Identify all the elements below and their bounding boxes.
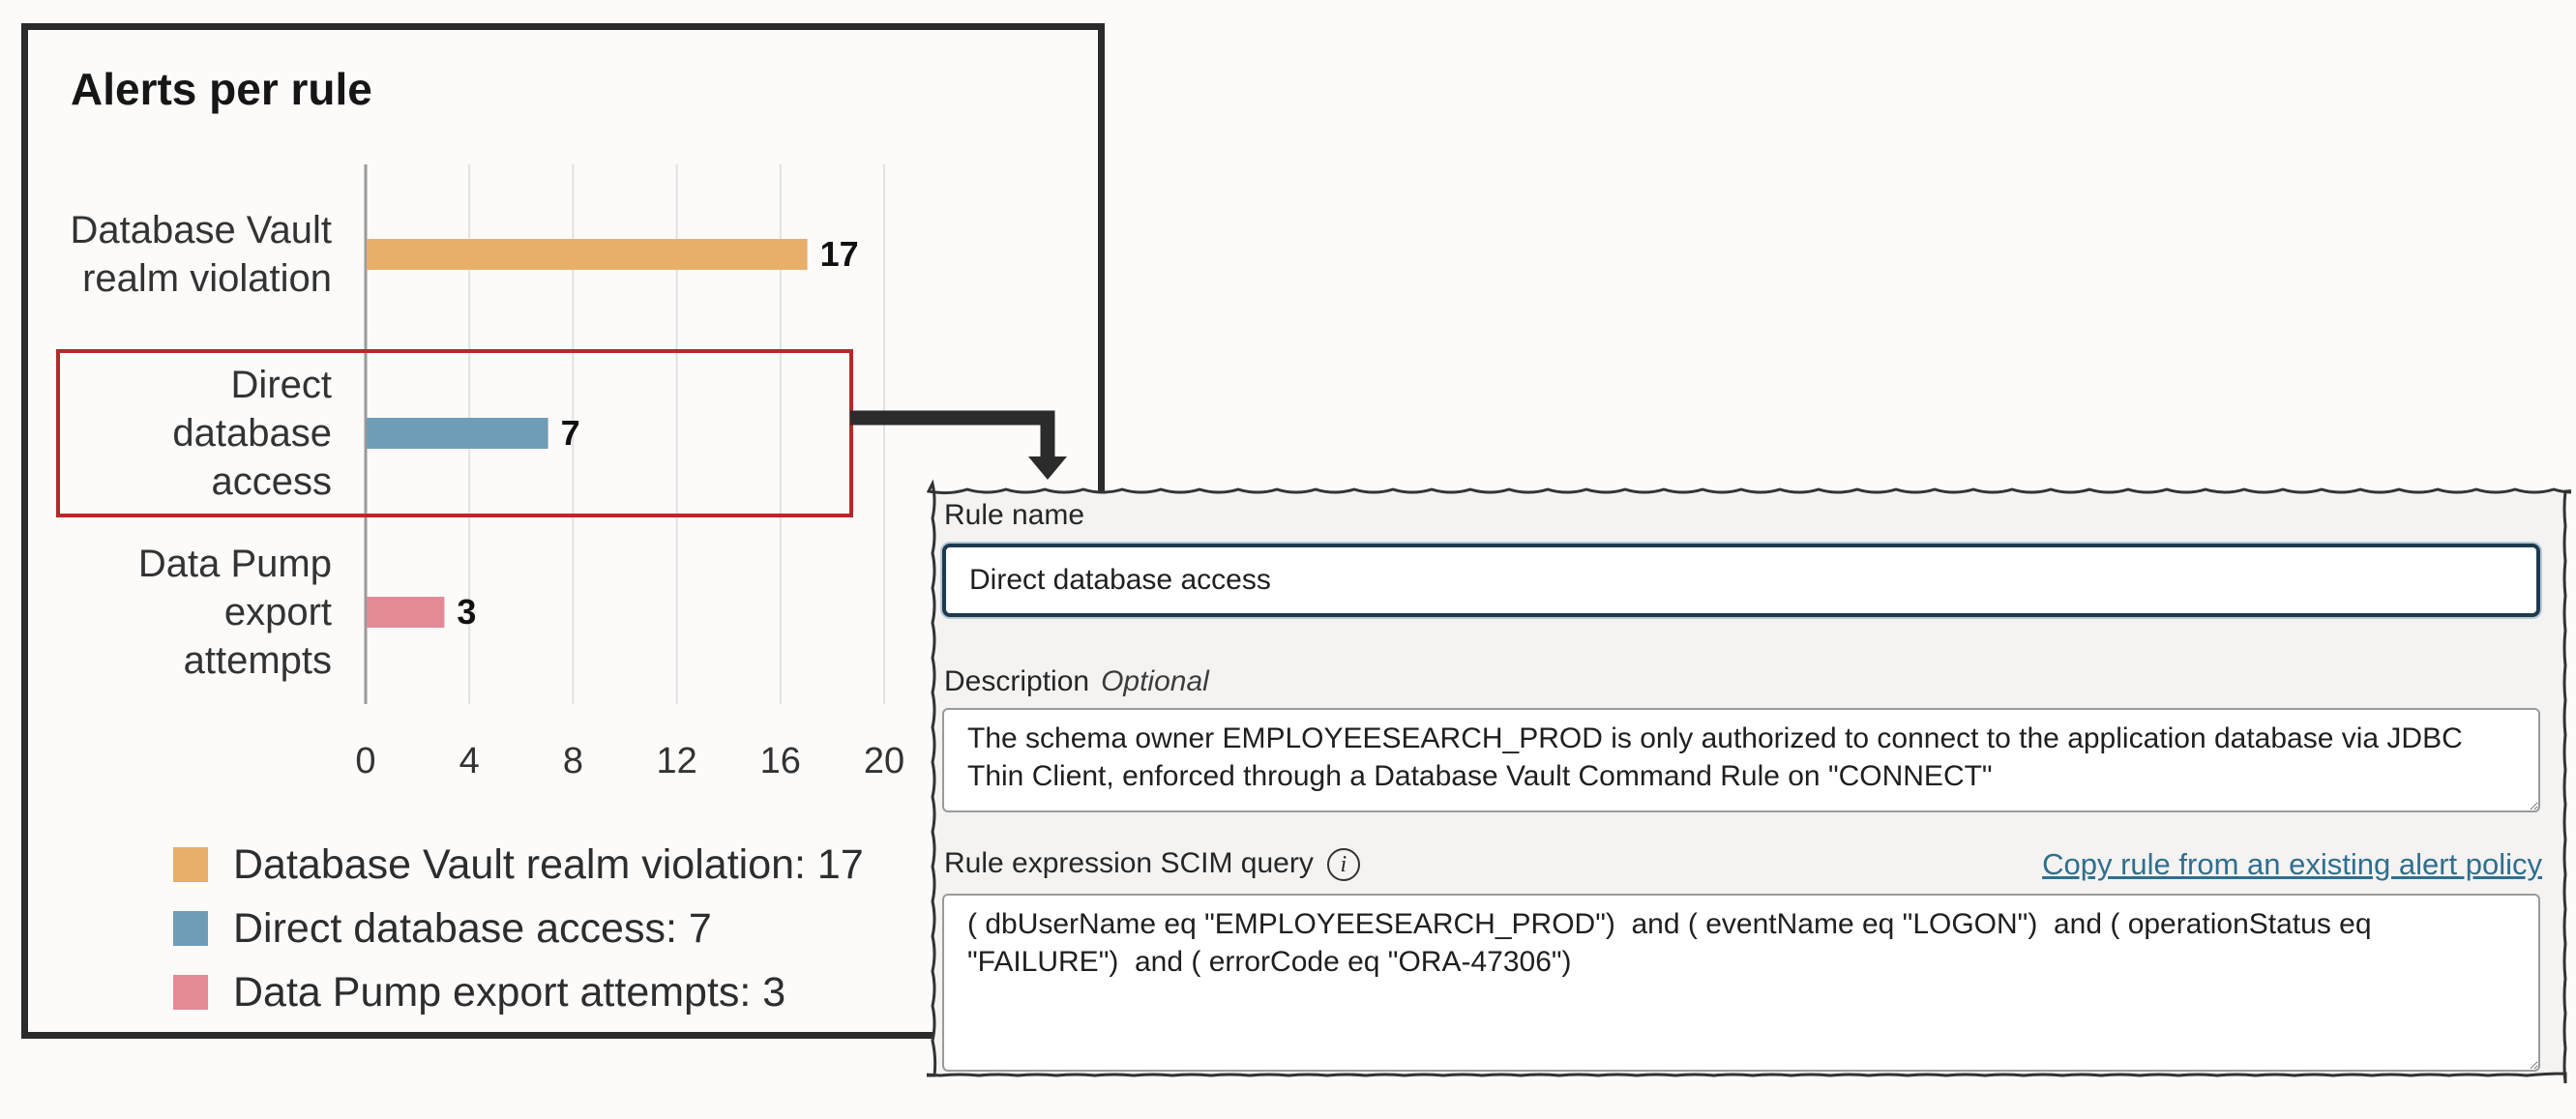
expression-label-text: Rule expression SCIM query xyxy=(944,847,1314,879)
category-label: attempts xyxy=(184,639,332,682)
bar xyxy=(367,239,808,270)
x-tick-label: 4 xyxy=(459,741,480,781)
category-label: export xyxy=(224,591,332,633)
description-label: Description Optional xyxy=(944,665,1209,698)
bar xyxy=(367,597,445,628)
x-tick-label: 16 xyxy=(760,741,801,781)
data-label: 3 xyxy=(457,592,476,632)
legend-item: Database Vault realm violation: 17 xyxy=(173,833,864,897)
category-label: access xyxy=(212,460,333,503)
bar xyxy=(367,418,548,449)
legend-item: Data Pump export attempts: 3 xyxy=(173,960,864,1024)
chart-legend: Database Vault realm violation: 17 Direct… xyxy=(173,833,864,1024)
copy-rule-link[interactable]: Copy rule from an existing alert policy xyxy=(2042,847,2542,881)
legend-label: Direct database access: 7 xyxy=(233,904,712,952)
x-tick-label: 20 xyxy=(864,741,904,781)
category-label: Database Vault xyxy=(70,209,332,251)
rule-form-panel: Rule name Description Optional The schema… xyxy=(927,476,2571,1095)
rule-name-label: Rule name xyxy=(944,499,1085,531)
x-tick-label: 12 xyxy=(656,741,696,781)
category-label: realm violation xyxy=(82,257,332,300)
legend-swatch xyxy=(173,975,208,1010)
description-label-text: Description xyxy=(944,665,1090,697)
category-label: Data Pump xyxy=(138,543,332,585)
optional-tag: Optional xyxy=(1101,665,1209,697)
data-label: 17 xyxy=(820,234,859,274)
rule-name-input[interactable] xyxy=(942,544,2540,617)
legend-item: Direct database access: 7 xyxy=(173,897,864,960)
legend-swatch xyxy=(173,911,208,946)
legend-label: Data Pump export attempts: 3 xyxy=(233,968,786,1016)
chart-panel: Alerts per rule Database Vault realm viol… xyxy=(21,23,1105,1039)
category-label: database xyxy=(172,412,332,455)
data-label: 7 xyxy=(561,413,580,453)
x-tick-label: 0 xyxy=(355,741,375,781)
legend-label: Database Vault realm violation: 17 xyxy=(233,840,864,888)
category-label: Direct xyxy=(231,364,332,406)
info-icon[interactable]: i xyxy=(1326,848,1360,882)
description-textarea[interactable]: The schema owner EMPLOYEESEARCH_PROD is … xyxy=(942,708,2540,812)
legend-swatch xyxy=(173,847,208,882)
chart-title: Alerts per rule xyxy=(71,64,372,114)
expression-label: Rule expression SCIM query i xyxy=(944,847,1360,882)
x-tick-label: 8 xyxy=(563,741,583,781)
scim-query-textarea[interactable]: ( dbUserName eq "EMPLOYEESEARCH_PROD") a… xyxy=(942,894,2540,1072)
